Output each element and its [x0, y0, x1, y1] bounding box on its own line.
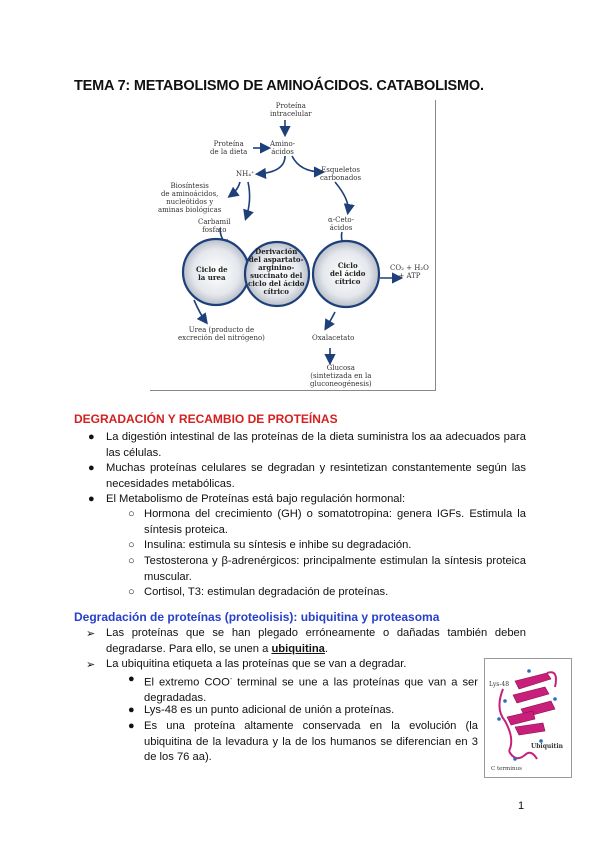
bullet-dot: ●	[88, 493, 95, 505]
bullet-dot: ●	[88, 462, 95, 474]
ubiquitin-term: ubiquitina	[271, 642, 325, 655]
section2-arrow-bullet-1: Las proteínas que se han plegado errónea…	[106, 626, 526, 657]
label-urea: Urea (producto de excreción del nitrógen…	[178, 326, 265, 342]
section1-sub-bullet-4: Cortisol, T3: estimulan degradación de p…	[144, 586, 389, 598]
sub-bullet-circle: ○	[128, 555, 135, 567]
section2-sub-bullet-2: Lys-48 es un punto adicional de unión a …	[144, 704, 395, 716]
label-cetoacidos: α-Ceto- ácidos	[328, 216, 354, 232]
label-co2-h2o-atp: CO₂ + H₂O + ATP	[390, 264, 429, 280]
ubiquitin-text-pre: Las proteínas que se han plegado errónea…	[106, 627, 526, 655]
ubiquitin-ribbon	[497, 669, 557, 761]
label-aminoacidos: Amino- ácidos	[270, 140, 296, 156]
label-ciclo-acido-citrico: Ciclo del ácido cítrico	[330, 261, 366, 286]
cterm-text-pre: El extremo COO	[144, 676, 230, 689]
ubiquitin-label: Ubiquitin	[531, 743, 563, 750]
sub-bullet-circle: ○	[128, 508, 135, 520]
arrow-bullet-icon: ➢	[86, 659, 96, 671]
bullet-dot: ●	[128, 720, 135, 732]
label-proteina-intracelular: Proteína intracelular	[270, 102, 312, 118]
section1-sub-bullet-3: Testosterona y β-adrenérgicos: principal…	[144, 555, 526, 583]
label-nh4: NH₄⁺	[236, 170, 255, 178]
label-oxalacetato: Oxalacetato	[312, 334, 355, 342]
label-proteina-dieta: Proteína de la dieta	[210, 140, 248, 156]
section2-arrow-bullet-2: La ubiquitina etiqueta a las proteínas q…	[106, 658, 407, 670]
label-carbamil: Carbamil fosfato	[198, 218, 231, 234]
section2-sub-bullet-1: El extremo COO- terminal se une a las pr…	[144, 672, 478, 707]
cterm-text-post: terminal se une a las proteínas que van …	[144, 676, 478, 705]
section1-bullet-1: La digestión intestinal de las proteínas…	[106, 431, 526, 459]
section1-sub-bullet-1: Hormona del crecimiento (GH) o somatotro…	[144, 508, 526, 536]
bullet-dot: ●	[128, 673, 135, 685]
section2-sub-bullet-3: Es una proteína altamente conservada en …	[144, 720, 478, 763]
label-ciclo-urea: Ciclo de la urea	[196, 265, 228, 282]
label-derivacion: Derivación del aspartato- arginino- succ…	[248, 247, 305, 296]
amino-acid-catabolism-diagram: Proteína intracelular Proteína de la die…	[150, 100, 436, 391]
label-esqueletos: Esqueletos carbonados	[320, 166, 362, 182]
section-heading-proteolisis: Degradación de proteínas (proteolisis): …	[74, 610, 440, 624]
section1-bullet-3: El Metabolismo de Proteínas está bajo re…	[106, 493, 406, 505]
page-title: TEMA 7: METABOLISMO DE AMINOÁCIDOS. CATA…	[74, 78, 484, 94]
bullet-dot: ●	[88, 431, 95, 443]
diagram-arrows	[181, 120, 404, 366]
section-heading-degradacion: DEGRADACIÓN Y RECAMBIO DE PROTEÍNAS	[74, 412, 338, 426]
sub-bullet-circle: ○	[128, 539, 135, 551]
label-glucosa: Glucosa (sintetizada en la gluconeogénes…	[310, 364, 372, 388]
ubiquitin-structure-figure: Lys-48 Ubiquitin C terminus	[484, 658, 572, 778]
lys48-label: Lys-48	[489, 681, 510, 688]
bullet-dot: ●	[128, 704, 135, 716]
section1-sub-bullet-2: Insulina: estimula su síntesis e inhibe …	[144, 539, 412, 551]
section1-bullet-2: Muchas proteínas celulares se degradan y…	[106, 462, 526, 490]
cterm-superscript: -	[229, 676, 233, 683]
ubiquitin-text-post: .	[324, 642, 328, 655]
sub-bullet-circle: ○	[128, 586, 135, 598]
label-biosintesis: Biosíntesis de aminoácidos, nucleótidos …	[158, 182, 222, 214]
page-number: 1	[518, 800, 525, 812]
cterminus-label: C terminus	[491, 766, 522, 772]
arrow-bullet-icon: ➢	[86, 628, 96, 640]
